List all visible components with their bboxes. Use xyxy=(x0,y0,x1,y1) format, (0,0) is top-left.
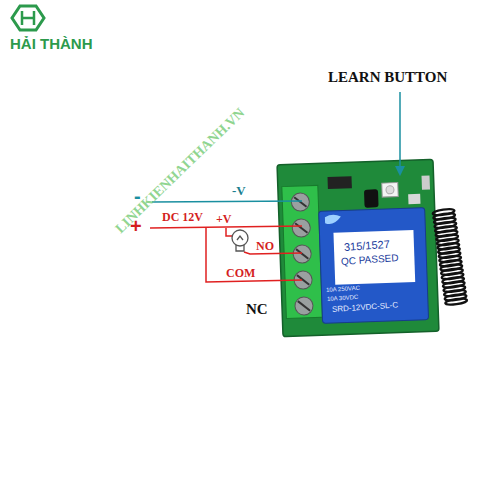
component xyxy=(422,175,430,189)
pin-label: COM xyxy=(226,267,255,279)
lamp-wire xyxy=(226,228,232,236)
chip xyxy=(328,176,352,189)
pin-label: NO xyxy=(256,240,274,252)
terminal-block xyxy=(282,185,323,318)
relay-logo xyxy=(325,215,341,225)
relay-body xyxy=(319,208,429,324)
screw xyxy=(293,245,312,264)
pcb-board xyxy=(277,159,439,336)
screw xyxy=(295,297,314,316)
negative-wire xyxy=(152,201,302,202)
capacitor xyxy=(364,189,379,207)
com-wire xyxy=(206,228,302,282)
component xyxy=(408,194,420,204)
part-label: LEARN BUTTON xyxy=(328,70,447,85)
screw xyxy=(292,219,311,238)
leader-arrow xyxy=(399,92,401,174)
positive-wire xyxy=(150,226,302,228)
relay-sticker xyxy=(333,230,415,285)
pin-label: -V xyxy=(232,184,246,197)
signal-label: DC 12V xyxy=(162,211,203,223)
logo-text: HẢI THÀNH xyxy=(10,36,93,51)
antenna-coil xyxy=(432,208,467,306)
pin-label: NC xyxy=(246,302,268,317)
logo-icon xyxy=(12,6,44,30)
learn-button xyxy=(382,183,398,198)
pin-label: +V xyxy=(216,213,232,225)
no-wire xyxy=(244,252,302,254)
lamp-symbol xyxy=(232,230,248,251)
screw xyxy=(291,193,310,212)
screw-terminals xyxy=(291,193,313,316)
